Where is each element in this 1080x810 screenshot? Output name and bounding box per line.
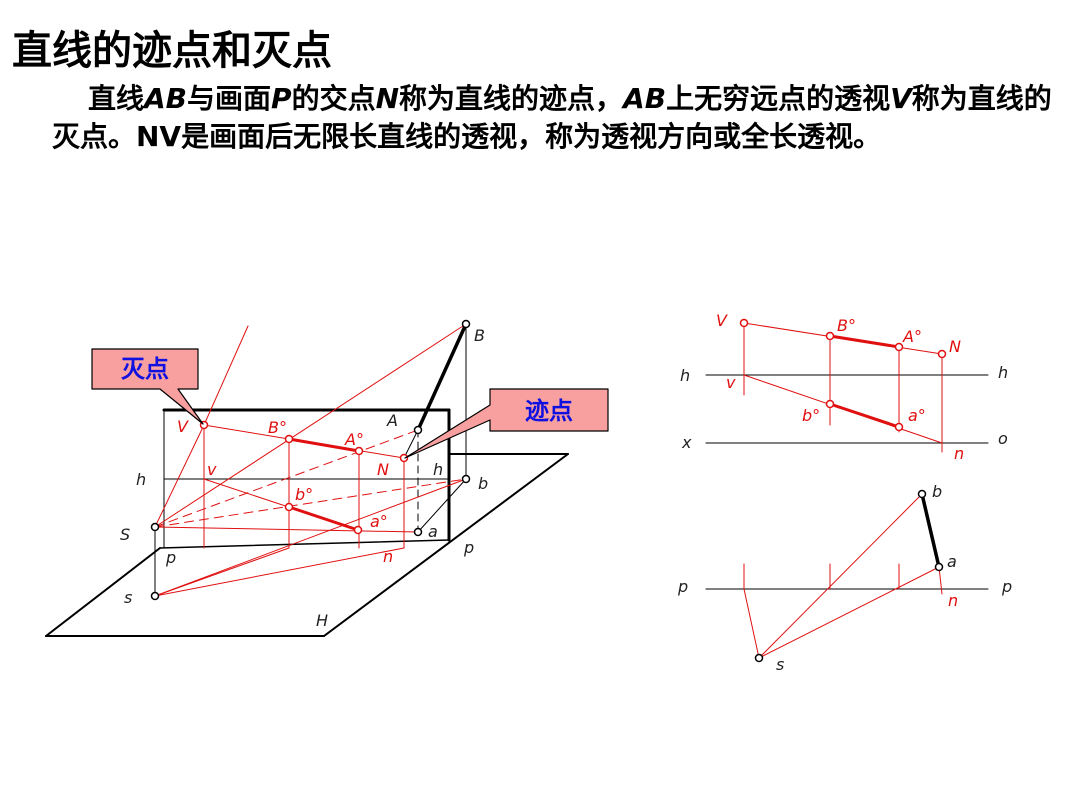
rt-label-a-deg: A° bbox=[902, 327, 922, 346]
label-p-small: p bbox=[165, 548, 176, 567]
label-b-plan: b bbox=[478, 474, 488, 493]
label-v: V bbox=[890, 82, 912, 115]
rt-label-v-upper: V bbox=[716, 311, 728, 330]
page-title: 直线的迹点和灭点 bbox=[12, 28, 332, 74]
label-h-left: h bbox=[136, 470, 146, 489]
label-h-plane: H bbox=[316, 611, 328, 630]
rt-label-b-deg-lower: b° bbox=[802, 406, 820, 425]
callout-vanishing-label: 灭点 bbox=[121, 355, 169, 383]
text-run: 称为直线的迹点， bbox=[399, 82, 624, 115]
text-run: 与画面 bbox=[187, 82, 272, 115]
line-ab-space bbox=[416, 322, 468, 432]
callout-vanishing-point: 灭点 bbox=[91, 348, 204, 425]
label-ab: AB bbox=[623, 82, 667, 115]
rb-label-b: b bbox=[932, 482, 942, 501]
rb-label-n: n bbox=[948, 591, 958, 610]
perspective-ab-plan-thick bbox=[287, 505, 360, 532]
label-b-space: B bbox=[474, 326, 485, 345]
label-n: N bbox=[375, 82, 400, 115]
rt-label-x: x bbox=[681, 433, 692, 452]
left-points bbox=[150, 319, 471, 601]
callout-trace-point: 迹点 bbox=[404, 388, 609, 459]
rt-label-a-deg-lower: a° bbox=[908, 406, 926, 425]
black-construction-lines bbox=[154, 323, 467, 597]
rb-label-a: a bbox=[947, 552, 957, 571]
callout-trace-label: 迹点 bbox=[525, 397, 573, 425]
label-n-trace: N bbox=[377, 460, 389, 479]
description-paragraph: 直线AB与画面P的交点N称为直线的迹点，AB上无穷远点的透视V称为直线的灭点。N… bbox=[52, 80, 1062, 156]
rb-label-s: s bbox=[776, 655, 784, 674]
label-ab: AB bbox=[144, 82, 188, 115]
label-h-right: h bbox=[433, 460, 443, 479]
perspective-ab-thick bbox=[287, 437, 361, 453]
rt-label-h-left: h bbox=[680, 366, 690, 385]
rb-label-p-left: p bbox=[677, 577, 688, 596]
rb-label-p-right: p bbox=[1001, 577, 1012, 596]
right-bottom-diagram: b a p p n s bbox=[677, 482, 1012, 674]
label-p-right: p bbox=[463, 538, 474, 557]
rt-label-n-upper: N bbox=[949, 337, 961, 356]
red-projection-lines bbox=[154, 323, 467, 597]
ground-plane-h bbox=[45, 453, 569, 637]
rt-label-v-lower: v bbox=[726, 373, 736, 392]
label-a-deg-lower: a° bbox=[370, 512, 388, 531]
rt-label-b-deg: B° bbox=[837, 316, 856, 335]
text-run: 直线 bbox=[88, 82, 145, 115]
label-p: P bbox=[271, 82, 292, 115]
label-a-deg: A° bbox=[344, 430, 364, 449]
label-v-vanishing: V bbox=[177, 417, 189, 436]
rt-label-n-lower: n bbox=[954, 444, 964, 463]
picture-plane-p bbox=[159, 408, 451, 549]
text-run: 上无穷远点的透视 bbox=[666, 82, 891, 115]
label-a-space: A bbox=[386, 411, 398, 430]
label-s-lower: s bbox=[124, 588, 132, 607]
text-run: 的交点 bbox=[291, 82, 376, 115]
label-n-lower: n bbox=[383, 547, 393, 566]
label-v-lower: v bbox=[207, 460, 217, 479]
right-top-diagram: V B° A° N h h v b° a° x o n bbox=[680, 311, 1008, 463]
left-3d-diagram: V B° A° A B N h h v b° a° S p n a b p s … bbox=[45, 319, 569, 637]
label-s-station: S bbox=[120, 525, 130, 544]
label-a-plan: a bbox=[428, 522, 438, 541]
rt-label-o: o bbox=[998, 429, 1008, 448]
label-b-deg-lower: b° bbox=[295, 485, 313, 504]
text-run: 称为直线的灭点。NV是画面后无限长直线的透视，称为透视方向或全长透视。 bbox=[52, 82, 1052, 153]
label-b-deg: B° bbox=[268, 418, 287, 437]
rt-label-h-right: h bbox=[998, 363, 1008, 382]
